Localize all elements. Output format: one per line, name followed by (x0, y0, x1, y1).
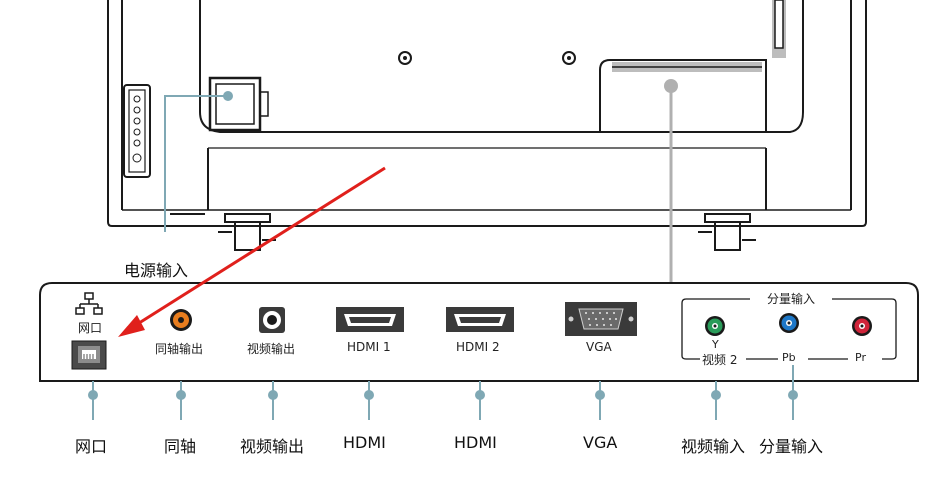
component-bracket (681, 298, 897, 360)
hdmi2-port-label: HDMI 2 (456, 340, 500, 354)
pr-label: Pr (855, 351, 866, 364)
video-out-port-label: 视频输出 (247, 342, 296, 356)
bottom-label-component-in: 分量输入 (759, 437, 824, 456)
power-socket (208, 76, 269, 132)
component-group-label: 分量输入 (764, 290, 819, 307)
network-icon-label: 网口 (78, 321, 103, 335)
power-input-label: 电源输入 (124, 261, 189, 280)
side-buttons (123, 84, 151, 178)
coax-port (170, 309, 192, 331)
bottom-label-coax: 同轴 (164, 437, 197, 456)
bottom-leaders (88, 365, 798, 420)
network-icon (75, 292, 103, 315)
pb-label: Pb (782, 351, 796, 364)
bottom-label-hdmi-2: HDMI (454, 433, 497, 452)
video-out-port (259, 307, 285, 333)
coax-port-label: 同轴输出 (155, 342, 204, 356)
panel-leader (664, 79, 678, 283)
ethernet-port (71, 340, 107, 370)
component-pb-port (779, 313, 799, 333)
hdmi1-port-label: HDMI 1 (347, 340, 391, 354)
vga-port-label: VGA (586, 340, 612, 354)
stand-left (170, 213, 276, 251)
bottom-label-vga: VGA (583, 433, 618, 452)
tv-body (107, 0, 867, 227)
power-leader (164, 91, 233, 232)
bottom-label-video-in: 视频输入 (681, 437, 746, 456)
hdmi2-port (446, 307, 514, 332)
component-pr-port (852, 316, 872, 336)
red-arrow-icon (118, 166, 386, 337)
y-label: Y (712, 338, 719, 351)
component-y-port (705, 316, 725, 336)
stand-right (698, 213, 756, 251)
vga-port (565, 302, 637, 336)
bottom-label-hdmi-1: HDMI (343, 433, 386, 452)
screw-hole-icon (398, 51, 576, 65)
hdmi1-port (336, 307, 404, 332)
video2-label: 视频 2 (702, 353, 738, 367)
bottom-label-video-out: 视频输出 (240, 437, 305, 456)
bottom-label-network: 网口 (75, 437, 108, 456)
